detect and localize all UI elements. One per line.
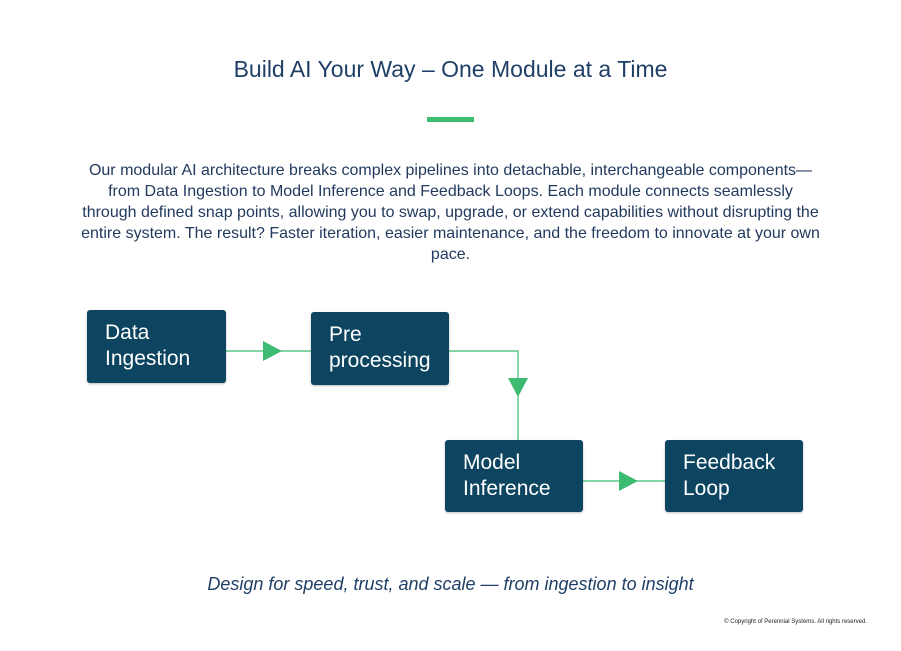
tagline: Design for speed, trust, and scale — fro… <box>207 574 694 594</box>
node-model-inference: Model Inference <box>445 440 583 512</box>
node-preprocessing: Pre processing <box>311 312 449 385</box>
node-label-line1: Data <box>105 321 150 344</box>
node-label-line2: Inference <box>463 477 551 500</box>
node-data-ingestion: Data Ingestion <box>87 310 226 383</box>
intro-description: Our modular AI architecture breaks compl… <box>81 162 820 263</box>
node-label-line1: Model <box>463 451 521 474</box>
node-label-line2: Ingestion <box>105 347 191 370</box>
arrow-head-preprocessing-to-inference <box>508 378 528 397</box>
edge-preprocessing-to-inference <box>449 350 519 440</box>
arrow-head-inference-to-feedback <box>619 471 638 491</box>
arrow-head-ingestion-to-preprocessing <box>263 341 282 361</box>
node-feedback-loop: Feedback Loop <box>665 440 803 512</box>
node-label-line1: Feedback <box>683 451 776 474</box>
copyright-notice: © Copyright of Perennial Systems. All ri… <box>724 619 867 625</box>
page-title: Build AI Your Way – One Module at a Time <box>233 56 668 82</box>
node-label-line2: Loop <box>683 477 730 500</box>
node-label-line1: Pre <box>329 323 362 346</box>
title-accent-bar <box>427 117 474 122</box>
node-label-line2: processing <box>329 349 431 372</box>
